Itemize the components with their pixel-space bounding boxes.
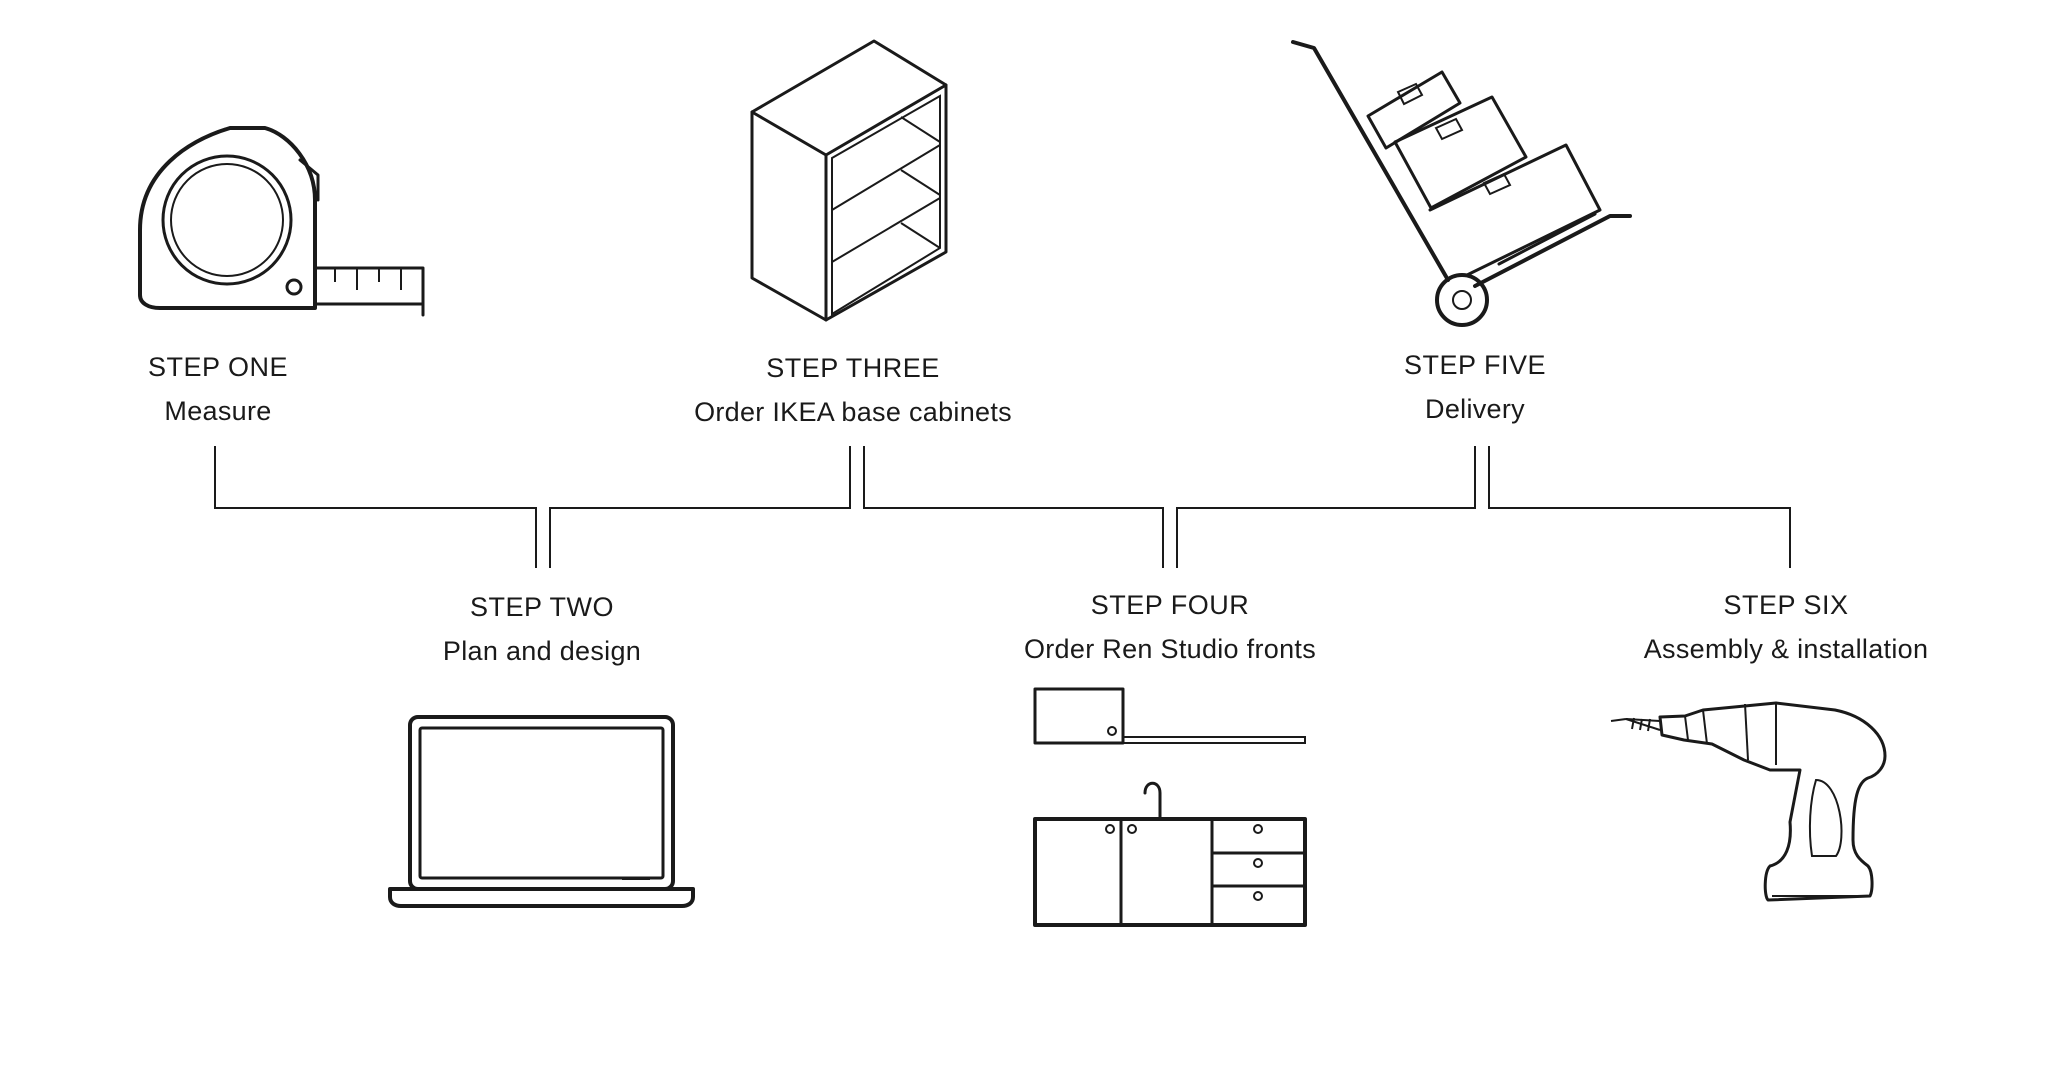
step-five-label: STEP FIVE Delivery <box>1215 348 1735 426</box>
step-one-label: STEP ONE Measure <box>0 350 478 428</box>
step-description: Plan and design <box>442 636 642 666</box>
step-two-label: STEP TWO Plan and design <box>282 590 802 668</box>
step-description: Order Ren Studio fronts <box>1023 634 1317 664</box>
cabinet-icon <box>750 39 948 322</box>
connector-two-three <box>549 446 851 568</box>
drill-icon <box>1610 701 1887 902</box>
step-title: STEP FOUR <box>1090 590 1250 620</box>
connector-four-five <box>1176 446 1476 568</box>
step-title: STEP FIVE <box>1403 350 1547 380</box>
step-description: Measure <box>164 396 272 426</box>
laptop-icon <box>388 715 695 908</box>
step-title: STEP THREE <box>766 353 940 383</box>
hand-truck-icon <box>1291 40 1632 327</box>
kitchen-fronts-icon <box>1033 687 1307 927</box>
tape-measure-icon <box>138 126 425 317</box>
step-description: Assembly & installation <box>1643 634 1929 664</box>
connector-lines <box>214 446 1791 568</box>
step-title: STEP ONE <box>147 352 289 382</box>
step-description: Delivery <box>1425 394 1525 424</box>
connector-three-four <box>863 446 1164 568</box>
step-four-label: STEP FOUR Order Ren Studio fronts <box>910 588 1430 666</box>
connector-five-six <box>1488 446 1791 568</box>
step-description: Order IKEA base cabinets <box>694 397 1012 427</box>
step-title: STEP SIX <box>1723 590 1849 620</box>
step-title: STEP TWO <box>469 592 615 622</box>
connector-one-two <box>214 446 537 568</box>
step-three-label: STEP THREE Order IKEA base cabinets <box>593 351 1113 429</box>
step-six-label: STEP SIX Assembly & installation <box>1526 588 2046 666</box>
